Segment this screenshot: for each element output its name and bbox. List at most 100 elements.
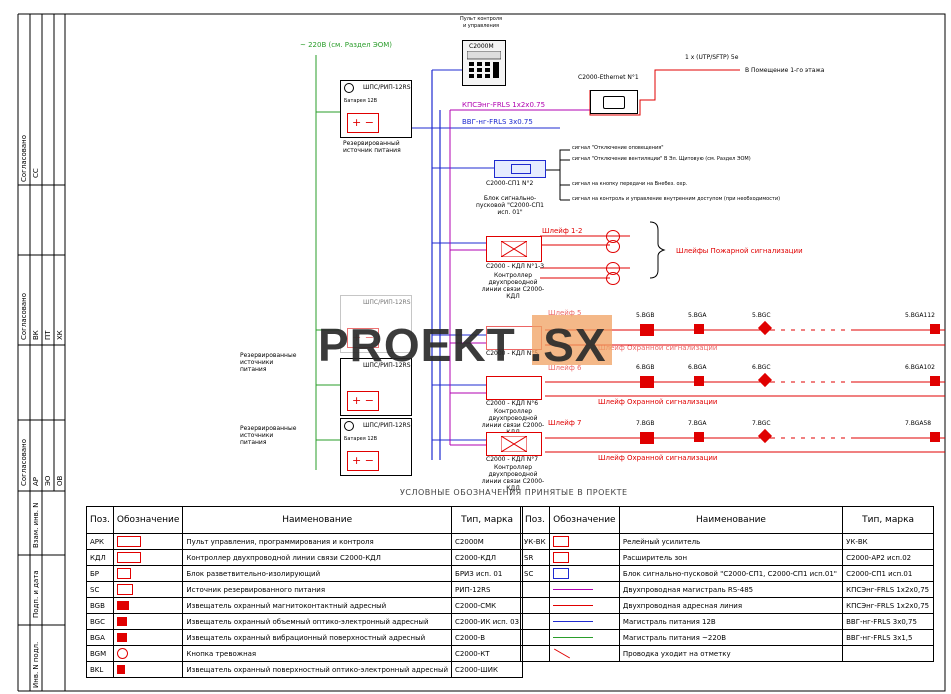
kdl-controller-7[interactable] [486,432,542,456]
legend-type: С2000М [451,533,524,550]
psu-rip12rs-7[interactable]: ШПС/РИП-12RS Батарея 12В + − [340,418,412,476]
legend-symbol [548,629,620,646]
signal-start-block-sp1[interactable] [494,160,546,178]
fire-loops-caption: Шлейфы Пожарной сигнализации [676,247,803,255]
rs485-line-icon [552,589,593,590]
legend-pos: BGM [86,645,114,662]
psu-rip12rs-5[interactable]: ШПС/РИП-12RS + − [340,295,412,353]
psu-model-label: ШПС/РИП-12RS [363,362,411,369]
psu-rip12rs-top[interactable]: ШПС/РИП-12RS Батарея 12В + − [340,80,412,138]
ethernet-converter[interactable] [590,90,638,114]
cable-rs485-label: КПСЭнг-FRLS 1х2х0.75 [462,101,546,109]
loop-5-caption: Шлейф Охранной сигнализации [598,344,718,352]
kdl-icon [501,436,527,452]
psu-power-icon [344,83,354,93]
legend-header-type: Тип, марка [451,506,524,534]
legend-header-pos: Поз. [520,506,550,534]
legend-symbol [112,597,184,614]
magnetic-contact-detector[interactable] [640,324,654,336]
legend-pos: КДЛ [86,549,114,566]
legend-pos: SC [520,565,550,582]
table-row: SC Блок сигнально-пусковой "С2000-СП1, С… [520,565,934,582]
table-row: BKL Извещатель охранный поверхностный оп… [86,661,524,678]
vibration-detector[interactable] [694,376,704,386]
legend-symbol [548,581,620,598]
legend-name: Магистраль питания 12В [618,613,844,630]
row5-label-bga112: 5.BGA112 [905,312,935,319]
table-row: Двухпроводная магистраль RS-485 КПСЭнг-F… [520,581,934,598]
kdl-6-label: С2000 - КДЛ N°6 [486,400,539,407]
legend-type: УК-ВК [842,533,934,550]
row6-label-bgb: 6.BGB [636,364,655,371]
psu-rip12rs-6[interactable]: ШПС/РИП-12RS + − [340,358,412,416]
legend-name: Двухпроводная магистраль RS-485 [618,581,844,598]
legend-pos: БР [86,565,114,582]
legend-pos: BGC [86,613,114,630]
loop-5-label: Шлейф 5 [548,309,582,317]
legend-type: РИП-12RS [451,581,524,598]
control-panel-c2000m[interactable]: С2000М [462,40,506,86]
legend-symbol [112,629,184,646]
kdl-controller-6[interactable] [486,376,542,400]
vibration-detector-icon [116,633,127,642]
power-12v-line-icon [552,621,593,622]
row7-label-bga58: 7.BGA58 [905,420,932,427]
psu-model-label: ШПС/РИП-12RS [363,299,411,306]
legend-pos: УК-ВК [520,533,550,550]
panel-icon [116,536,141,547]
legend-name: Пульт управления, программирования и кон… [182,533,453,550]
battery-icon: + − [347,391,379,411]
kdl-controller-fire[interactable] [486,236,542,262]
legend-pos [520,581,550,598]
vibration-detector[interactable] [694,324,704,334]
row5-label-bgc: 5.BGC [752,312,771,319]
magnetic-contact-detector[interactable] [640,432,654,444]
legend-type: КПСЭнг-FRLS 1х2х0,75 [842,597,934,614]
legend-name: Извещатель охранный магнитоконтактный ад… [182,597,453,614]
signal-3: сигнал на кнопку передачи на Внебез. охр… [572,181,688,187]
battery-icon: + − [347,113,379,133]
row7-label-bga: 7.BGA [688,420,707,427]
legend-name: Релейный усилитель [618,533,844,550]
legend-pos [520,597,550,614]
vibration-detector-end[interactable] [930,324,940,334]
psu-caption: Резервированный источник питания [343,140,401,154]
legend-symbol [548,645,620,662]
legend-pos: BKL [86,661,114,678]
psu-power-icon [344,421,354,431]
legend-type: ВВГ-нг-FRLS 3х1,5 [842,629,934,646]
legend-type: С2000-СМК [451,597,524,614]
loop-7-caption: Шлейф Охранной сигнализации [598,454,718,462]
legend-symbol [548,565,620,582]
vibration-detector[interactable] [694,432,704,442]
legend-name: Извещатель охранный поверхностный оптико… [182,661,453,678]
vibration-detector-end[interactable] [930,432,940,442]
fire-detector-4[interactable] [606,272,620,285]
battery-icon: + − [347,328,379,348]
vibration-detector-end[interactable] [930,376,940,386]
legend-symbol [112,533,184,550]
legend-type: С2000-СП1 исп.01 [842,565,934,582]
signal-4: сигнал на контроль и управление внутренн… [572,196,781,202]
magnetic-contact-detector[interactable] [640,376,654,388]
watermark-logo: PROEKT .SX [318,319,607,371]
isolator-icon [116,568,131,579]
kdl-icon [501,241,527,257]
legend-symbol [112,645,184,662]
legend-table-left: Поз. Обозначение Наименование Тип, марка… [86,506,524,678]
kdl-fire-caption: Контроллер двухпроводной линии связи С20… [481,272,545,300]
row6-label-bga102: 6.BGA102 [905,364,935,371]
power-220v-line-icon [552,637,593,638]
psu-model-label: ШПС/РИП-12RS [363,422,411,429]
legend-header-type: Тип, марка [842,506,934,534]
table-row: BGA Извещатель охранный вибрационный пов… [86,629,524,646]
kdl-7-caption: Контроллер двухпроводной линии связи С20… [481,464,545,492]
legend-name: Проводка уходит на отметку [618,645,844,662]
loop-6-caption: Шлейф Охранной сигнализации [598,398,718,406]
legend-type: С2000-В [451,629,524,646]
fire-detector-2[interactable] [606,240,620,253]
table-row: УК-ВК Релейный усилитель УК-ВК [520,533,934,550]
legend-symbol [112,661,184,678]
relay-icon [511,164,531,174]
